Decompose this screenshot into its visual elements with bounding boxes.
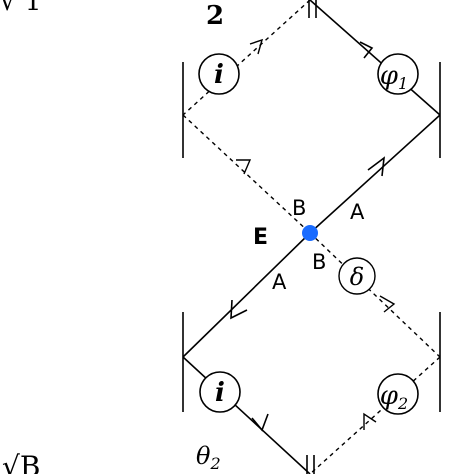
arrow-icon <box>359 41 374 59</box>
arrow-icon <box>251 413 269 432</box>
label-B-upper: B <box>292 196 306 220</box>
label-E: E <box>253 225 268 250</box>
svg-text:i: i <box>214 60 224 90</box>
arrow-icon <box>249 38 264 55</box>
label-theta2: θ2 <box>196 442 221 473</box>
node-i-top: i <box>198 53 240 95</box>
top-number: 2 <box>206 1 224 31</box>
label-B-lower: B <box>312 250 326 274</box>
svg-text:i: i <box>215 378 225 408</box>
boundary-bars <box>182 0 441 474</box>
arrow-icon <box>367 156 385 177</box>
dashed-line <box>182 0 441 474</box>
label-A-upper: A <box>350 200 365 224</box>
svg-text:φ2: φ2 <box>380 381 408 413</box>
solid-line <box>182 0 441 474</box>
label-A-lower: A <box>272 270 287 294</box>
node-phi1: φ1 <box>377 53 419 95</box>
center-vertex <box>302 225 318 241</box>
arrow-icon <box>236 159 252 175</box>
arrow-icon <box>363 412 377 430</box>
arrow-icon <box>230 299 248 320</box>
arrow-icon <box>379 295 396 313</box>
node-delta: δ <box>338 257 376 295</box>
bottom-left-fragment: √B <box>2 450 40 474</box>
node-phi2: φ2 <box>377 373 419 415</box>
top-left-fragment: √ 1 <box>0 0 41 17</box>
svg-text:δ: δ <box>350 263 364 291</box>
node-i-bottom: i <box>199 371 241 413</box>
